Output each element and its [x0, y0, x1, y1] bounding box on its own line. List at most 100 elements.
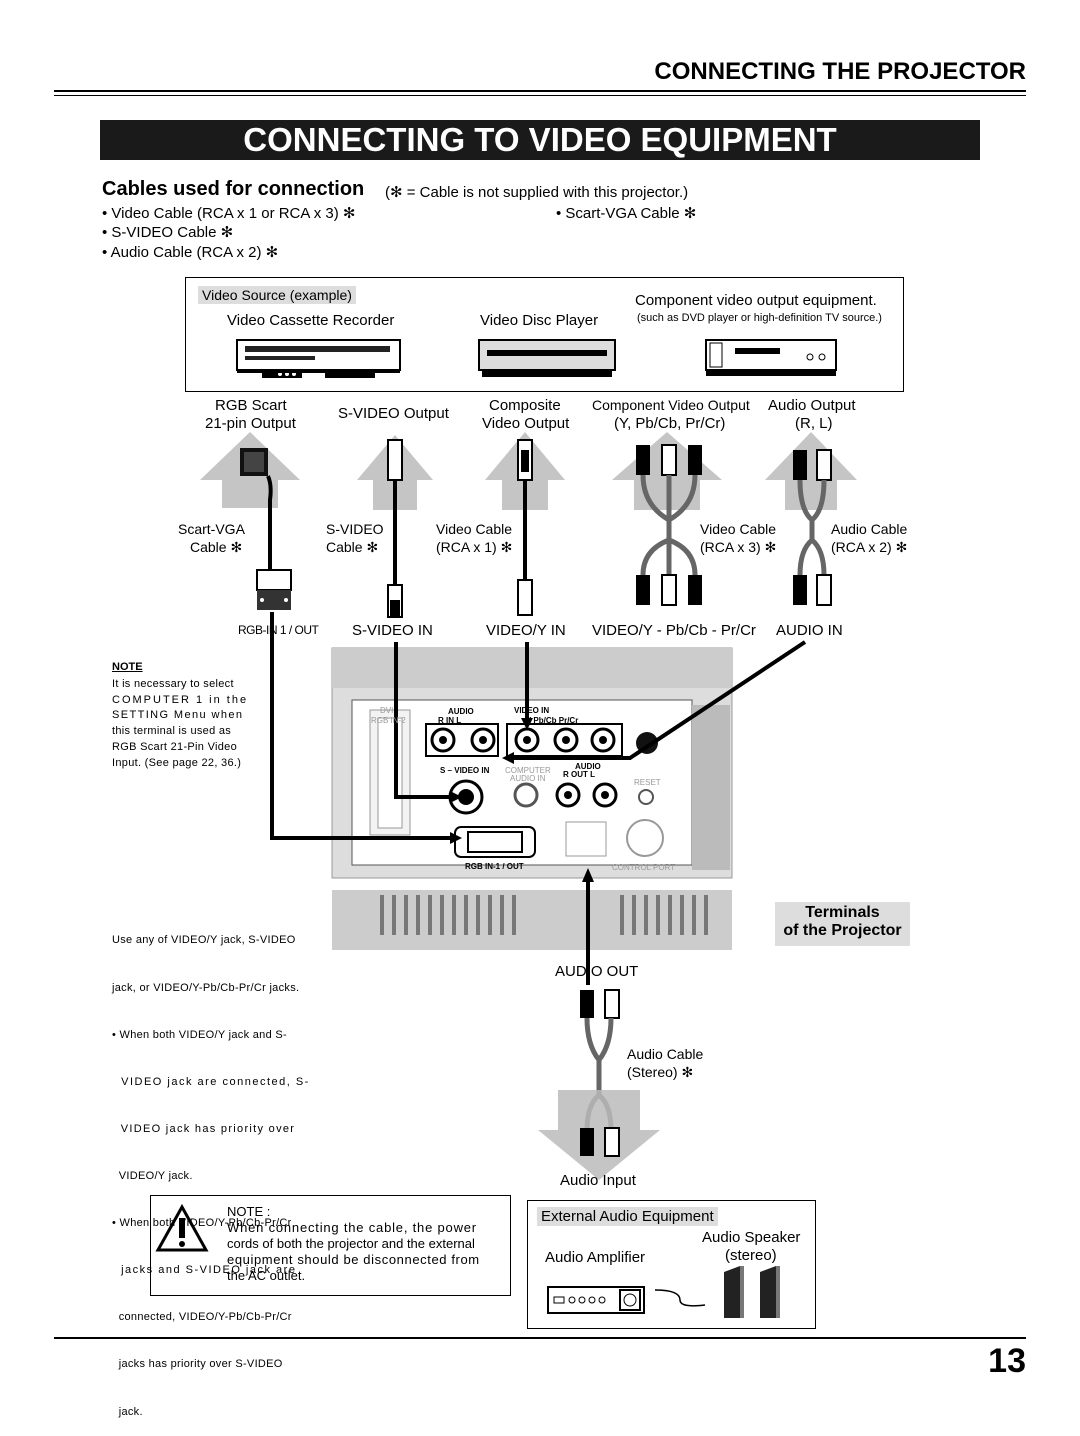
note-left-line: It is necessary to select: [112, 678, 234, 690]
cable-item-svideo: • S-VIDEO Cable ✻: [102, 224, 234, 241]
footer-rule: [54, 1337, 1026, 1339]
note-left-line: SETTING Menu when: [112, 709, 244, 722]
note-left-line: COMPUTER 1 in the: [112, 693, 249, 706]
bottom-note-line: cords of both the projector and the exte…: [227, 1236, 475, 1251]
note-left-title: NOTE: [112, 661, 143, 673]
note-video-line: jack, or VIDEO/Y-Pb/Cb-Pr/Cr jacks.: [112, 981, 300, 994]
video-in-label: VIDEO/Y IN: [486, 622, 566, 639]
audio-out-label: AUDIO OUT: [555, 963, 639, 980]
audio-out-cable-label: Audio Cable: [627, 1046, 704, 1062]
panel-audio-out-label: AUDIO: [575, 762, 601, 771]
note-video-line: jacks has priority over S-VIDEO: [112, 1358, 283, 1371]
cables-note: (✻ = Cable is not supplied with this pro…: [385, 184, 689, 201]
audio-input-label: Audio Input: [560, 1172, 636, 1189]
panel-r-out-l-label: R OUT L: [563, 770, 595, 779]
component-in-label: VIDEO/Y - Pb/Cb - Pr/Cr: [592, 622, 756, 639]
audio-output-label-2: (R, L): [795, 415, 833, 432]
video-cable-label-2: (RCA x 1) ✻: [436, 539, 513, 555]
audio-cable: [793, 449, 832, 606]
note-left-line: Input. (See page 22, 36.): [112, 756, 242, 769]
bottom-note-line: the AC outlet.: [227, 1268, 306, 1283]
scart-cable-label: Scart-VGA: [178, 521, 245, 537]
terminals-line2: of the Projector: [783, 922, 902, 939]
video-source-label: Video Source (example): [198, 286, 356, 304]
note-video-line: VIDEO/Y jack.: [112, 1169, 193, 1182]
speaker-device: [724, 1266, 780, 1318]
terminals-line1: Terminals: [805, 904, 880, 921]
external-audio-label: External Audio Equipment: [537, 1207, 718, 1226]
disc-player-label: Video Disc Player: [480, 312, 599, 329]
audio-in-label: AUDIO IN: [776, 622, 843, 639]
speaker-label: Audio Speaker: [702, 1229, 801, 1246]
panel-y-pb-pr-label: Y Pb/Cb Pr/Cr: [526, 716, 579, 725]
video-cable-label: Video Cable: [436, 521, 513, 537]
cable-item-video: • Video Cable (RCA x 1 or RCA x 3) ✻: [102, 205, 356, 222]
vcr-device: [236, 339, 401, 378]
panel-rgb-out-label: RGB IN-1 / OUT: [465, 862, 524, 871]
cable-item-audio: • Audio Cable (RCA x 2) ✻: [102, 244, 279, 261]
note-video-line: jack.: [112, 1405, 143, 1418]
audio-cable-label: Audio Cable: [831, 521, 908, 537]
panel-reset-label: RESET: [634, 778, 661, 787]
svideo-in-label: S-VIDEO IN: [352, 622, 433, 639]
external-audio-box: [527, 1200, 816, 1329]
header-rule: [54, 90, 1026, 92]
bottom-note-title: NOTE :: [227, 1204, 271, 1219]
arrowheads: [450, 718, 533, 844]
video-cable3-label: Video Cable: [700, 521, 777, 537]
cables-heading: Cables used for connection: [102, 178, 365, 200]
terminals-label: Terminals of the Projector: [775, 902, 910, 946]
connection-lines: [270, 612, 807, 840]
rgb-scart-label: RGB Scart: [215, 397, 287, 414]
projector-body: [331, 647, 733, 950]
svideo-output-label: S-VIDEO Output: [338, 405, 449, 422]
panel-control-label: CONTROL PORT: [612, 863, 676, 872]
panel-rgb2-label: RGB IN-2: [371, 716, 406, 725]
bottom-note-line: equipment should be disconnected from: [227, 1252, 480, 1267]
note-left-body: It is necessary to select COMPUTER 1 in …: [112, 677, 254, 771]
section-header: CONNECTING THE PROJECTOR: [654, 58, 1026, 85]
panel-video-in-label: VIDEO IN: [514, 706, 550, 715]
component-equipment-label: Component video output equipment.: [635, 292, 877, 309]
component-cable: [636, 444, 702, 606]
header-rule-thin: [54, 95, 1026, 96]
amplifier-label: Audio Amplifier: [545, 1249, 646, 1266]
vcr-label: Video Cassette Recorder: [227, 312, 395, 329]
composite-cable: [517, 439, 533, 616]
bottom-note-body: When connecting the cable, the power cor…: [227, 1220, 499, 1284]
component-output-label: Component Video Output: [592, 397, 750, 413]
dvd-device: [705, 339, 837, 376]
speaker-stereo-label: (stereo): [725, 1247, 777, 1264]
note-left-line: this terminal is used as: [112, 725, 232, 738]
panel-svideo-label: S – VIDEO IN: [440, 766, 490, 775]
disc-player-device: [478, 339, 616, 377]
bottom-note-line: When connecting the cable, the power: [227, 1220, 477, 1235]
svideo-cable-label-2: Cable ✻: [326, 539, 379, 555]
audio-out-cable-label-2: (Stereo) ✻: [627, 1064, 694, 1080]
composite-label-2: Video Output: [482, 415, 570, 432]
video-cable3-label-2: (RCA x 3) ✻: [700, 539, 777, 555]
svideo-cable-label: S-VIDEO: [326, 521, 384, 537]
panel-r-in-l-label: R IN L: [438, 716, 462, 725]
panel-dvi-label: DVI: [380, 706, 394, 715]
rgb-in-label: RGB-IN 1 / OUT: [238, 623, 319, 637]
composite-label: Composite: [489, 397, 561, 414]
scart-cable-label-2: Cable ✻: [190, 539, 243, 555]
note-video-line: • When both VIDEO/Y jack and S-: [112, 1028, 287, 1041]
page-title: CONNECTING TO VIDEO EQUIPMENT: [100, 120, 980, 160]
note-video-line: connected, VIDEO/Y-Pb/Cb-Pr/Cr: [112, 1311, 292, 1324]
audio-out-cable: [538, 989, 660, 1180]
rgb-scart-label-2: 21-pin Output: [205, 415, 296, 432]
connection-diagram: [155, 339, 857, 1318]
note-video-line: • When both VIDEO/Y-Pb/Cb-Pr/Cr: [112, 1217, 292, 1230]
note-video-body: Use any of VIDEO/Y jack, S-VIDEO jack, o…: [112, 902, 318, 1436]
cable-item-scart: • Scart-VGA Cable ✻: [556, 205, 697, 222]
panel-computer-label: COMPUTER: [505, 766, 551, 775]
warning-icon: [155, 1203, 209, 1252]
panel-audio-label: AUDIO: [448, 707, 474, 716]
bottom-note-box: [150, 1195, 511, 1296]
audio-out-arrow: [582, 868, 594, 882]
component-output-label-2: (Y, Pb/Cb, Pr/Cr): [614, 415, 726, 432]
note-left-line: RGB Scart 21-Pin Video: [112, 740, 238, 753]
amplifier-device: [547, 1286, 706, 1314]
